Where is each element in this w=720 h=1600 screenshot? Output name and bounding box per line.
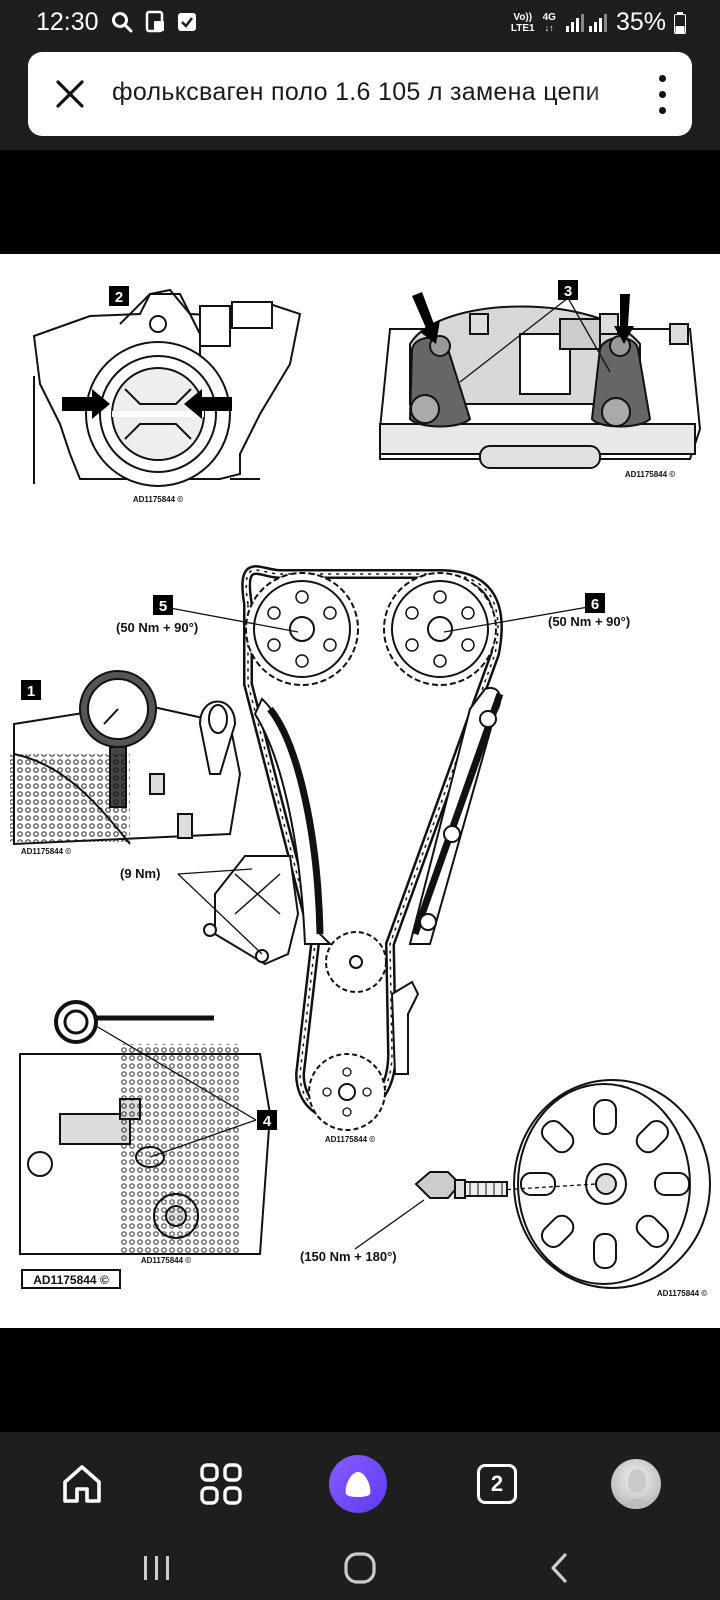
status-time: 12:30 [36, 8, 99, 36]
label-box-4 [257, 1110, 277, 1130]
image-viewer[interactable]: 2 AD1175844 © [0, 150, 720, 1432]
alice-shape [345, 1472, 371, 1497]
pulley-drawing [354, 1079, 711, 1289]
leader-lines [169, 605, 595, 955]
code-boxed-label: AD1175844 © [33, 1273, 109, 1287]
label-box-2 [109, 286, 129, 306]
alice-assistant-button[interactable] [320, 1446, 396, 1522]
label-5: 5 [159, 598, 167, 615]
tabs-icon: 2 [477, 1464, 517, 1504]
code-label: AD1175844 © [133, 495, 183, 504]
tabs-button[interactable]: 2 [459, 1446, 535, 1522]
arrow-icon [62, 389, 232, 419]
torque-label-150: (150 Nm + 180°) [300, 1249, 397, 1264]
home-button[interactable] [44, 1446, 120, 1522]
search-icon [112, 12, 133, 33]
code-label: AD1175844 © [625, 470, 675, 479]
code-label: AD1175844 © [141, 1256, 191, 1265]
label-1: 1 [27, 683, 35, 700]
code-box [21, 1269, 121, 1289]
code-label: AD1175844 © [657, 1289, 707, 1298]
timing-chain-drawing [203, 565, 504, 1131]
bottom-navigation: 2 [0, 1432, 720, 1536]
home-circle-icon [344, 1552, 376, 1584]
panel-2-drawing [32, 288, 302, 487]
system-navigation [0, 1536, 720, 1600]
chain-texture [10, 754, 130, 842]
alice-icon [329, 1455, 387, 1513]
code-label: AD1175844 © [21, 847, 71, 856]
leader-lines [95, 1025, 257, 1158]
back-icon [551, 1553, 567, 1583]
torque-label-6: (50 Nm + 90°) [548, 614, 630, 629]
battery-icon [674, 11, 686, 34]
close-icon [56, 80, 84, 108]
diagram-svg: 2 AD1175844 © [10, 280, 711, 1298]
recents-button[interactable] [127, 1546, 187, 1590]
search-query[interactable]: фольксваген поло 1.6 105 л замена цепи [112, 78, 600, 106]
more-options-button[interactable] [640, 70, 684, 118]
network-label: Vo)) LTE1 [511, 12, 535, 34]
lte-label: LTE1 [510, 22, 535, 34]
panel-3-drawing [379, 305, 702, 469]
data-arrows-icon: ↓↑ [544, 22, 554, 33]
status-notification-icons [110, 10, 198, 34]
label-2: 2 [115, 289, 123, 306]
label-box-1 [21, 680, 41, 700]
query-fade [588, 72, 628, 116]
search-header: фольксваген поло 1.6 105 л замена цепи [0, 46, 720, 150]
more-dot-icon [658, 106, 666, 114]
label-6: 6 [591, 596, 599, 613]
label-box-5 [153, 595, 173, 615]
signal-icon [565, 13, 607, 32]
home-icon [63, 1465, 101, 1503]
apps-grid-icon [200, 1463, 242, 1505]
label-box-6 [585, 593, 605, 613]
avatar [611, 1459, 661, 1509]
battery-text: 35% [615, 8, 666, 36]
torque-label-5: (50 Nm + 90°) [116, 620, 198, 635]
checkbox-icon [178, 13, 196, 31]
code-label: AD1175844 © [325, 1135, 375, 1144]
chain-texture [120, 1044, 240, 1254]
label-3: 3 [564, 283, 572, 300]
gen-text: 4G [542, 11, 556, 23]
profile-button[interactable] [598, 1446, 674, 1522]
leader-lines [459, 297, 611, 383]
recents-icon [144, 1556, 169, 1580]
status-bar: 12:30 Vo)) LTE1 4G ↓↑ 35% [0, 0, 720, 46]
gen-label: 4G ↓↑ [543, 12, 556, 34]
tabs-count: 2 [490, 1471, 504, 1496]
back-button[interactable] [530, 1546, 590, 1590]
status-right: Vo)) LTE1 4G ↓↑ 35% [511, 8, 686, 37]
label-4: 4 [263, 1113, 272, 1130]
apps-button[interactable] [183, 1446, 259, 1522]
avatar-face-icon [623, 1469, 651, 1509]
torque-label-9: (9 Nm) [120, 866, 160, 881]
image-icon [145, 10, 164, 33]
system-home-button[interactable] [330, 1546, 390, 1590]
more-dot-icon [658, 74, 666, 82]
more-dot-icon [658, 90, 666, 98]
arrow-icon [412, 292, 634, 344]
timing-chain-diagram[interactable]: 2 AD1175844 © [0, 254, 720, 1328]
search-bar[interactable]: фольксваген поло 1.6 105 л замена цепи [28, 52, 692, 136]
close-button[interactable] [46, 70, 94, 118]
label-box-3 [558, 280, 578, 300]
volte-label: Vo)) [513, 11, 533, 23]
